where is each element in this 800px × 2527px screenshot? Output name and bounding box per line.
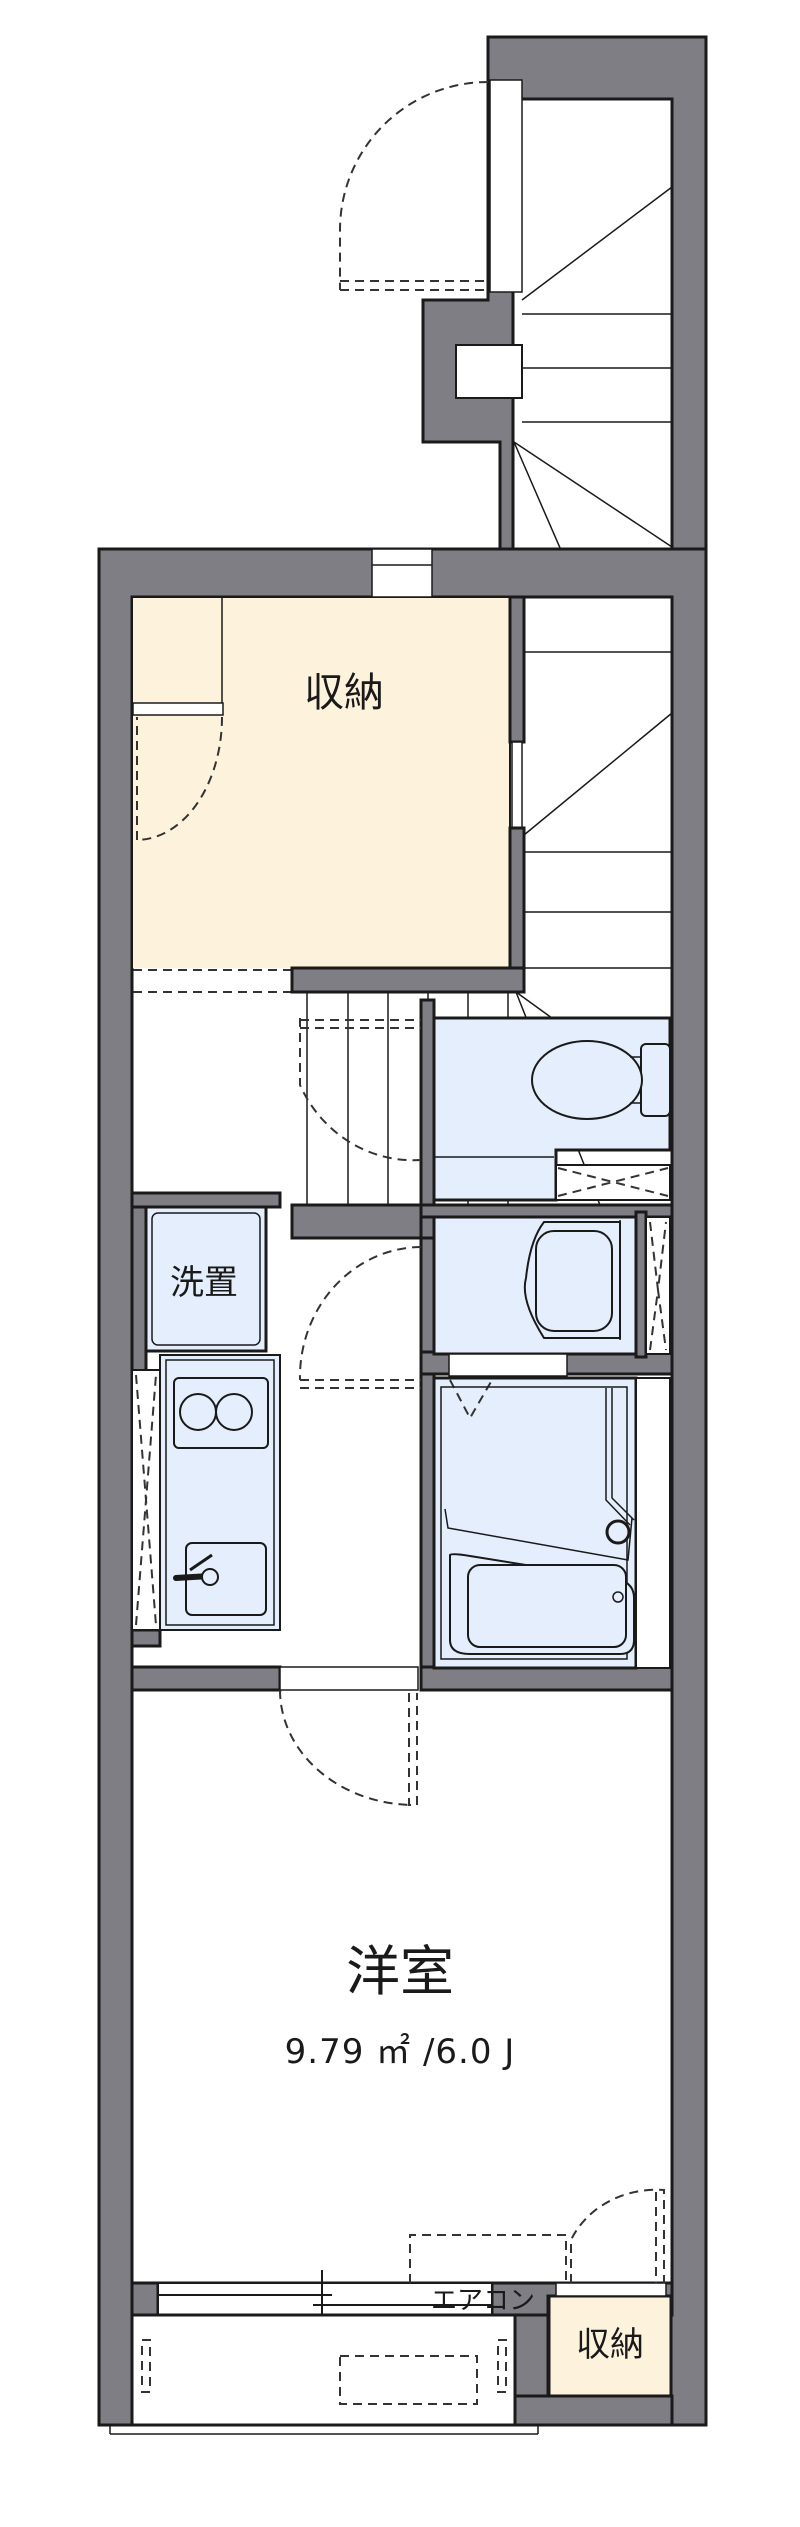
bottom-area bbox=[109, 2188, 674, 2435]
toilet-icon bbox=[531, 1040, 671, 1120]
kitchen-sink-icon bbox=[173, 1542, 267, 1616]
bathtub-icon bbox=[444, 1388, 635, 1655]
two-burner-stove-icon bbox=[173, 1377, 269, 1449]
toilet-room bbox=[299, 1016, 672, 1202]
washroom bbox=[298, 1215, 671, 1389]
storage-lower-label: 収納 bbox=[576, 2325, 644, 2365]
aircon-label: エアコン bbox=[430, 2286, 536, 2316]
room-separator-wall bbox=[130, 1665, 419, 1806]
washbasin-icon bbox=[523, 1220, 621, 1340]
western-room-label: 洋室 bbox=[346, 1940, 454, 2003]
western-room-area: 9.79 ㎡ /6.0 J bbox=[284, 2032, 516, 2072]
storage-upper-label: 収納 bbox=[304, 670, 384, 716]
bathroom bbox=[432, 1353, 671, 1670]
laundry-space-label: 洗置 bbox=[170, 1263, 238, 1303]
storage-upper bbox=[132, 597, 511, 993]
staircase-icon bbox=[513, 186, 673, 641]
kitchen-area bbox=[130, 1191, 282, 1648]
